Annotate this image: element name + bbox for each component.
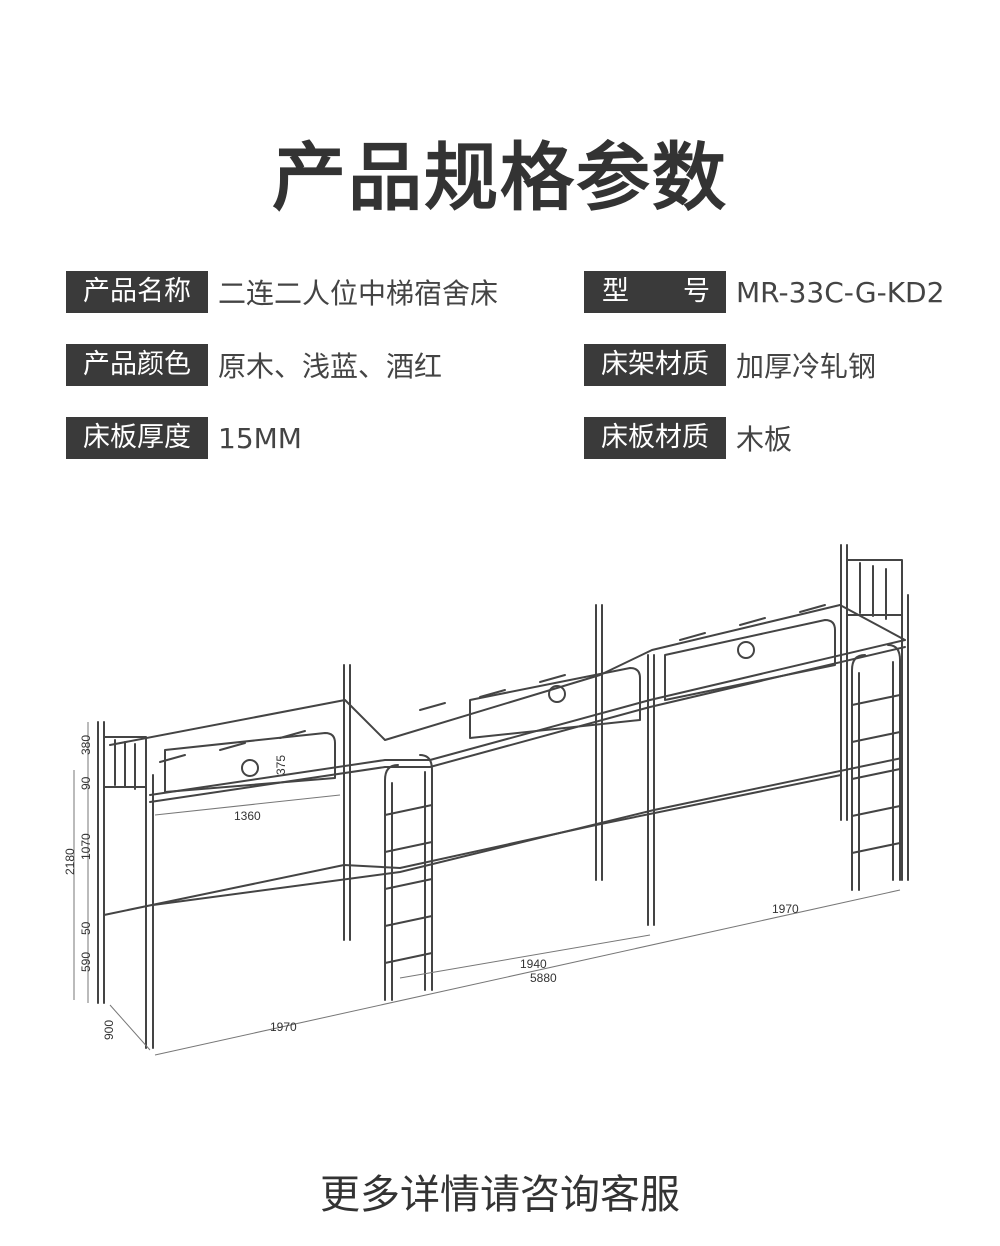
dim-1970-right: 1970 <box>772 902 799 916</box>
spec-label: 型 号 <box>584 271 726 313</box>
spec-label: 床架材质 <box>584 344 726 386</box>
dim-375: 375 <box>274 755 288 775</box>
spec-product-name: 产品名称 二连二人位中梯宿舍床 <box>66 271 498 313</box>
spec-value: MR-33C-G-KD2 <box>736 275 945 309</box>
dim-1360: 1360 <box>234 809 261 823</box>
spec-board-thickness: 床板厚度 15MM <box>66 417 302 459</box>
dim-5880: 5880 <box>530 971 557 985</box>
spec-frame-material: 床架材质 加厚冷轧钢 <box>584 344 876 386</box>
dim-900: 900 <box>102 1020 116 1040</box>
dim-1070: 1070 <box>79 833 93 860</box>
spec-value: 原木、浅蓝、酒红 <box>218 350 443 383</box>
dim-90: 90 <box>79 776 93 790</box>
spec-board-material: 床板材质 木板 <box>584 417 792 459</box>
spec-label: 产品名称 <box>66 271 208 313</box>
spec-value: 加厚冷轧钢 <box>736 350 877 383</box>
bed-line-drawing: 380 90 2180 1070 50 590 900 375 1360 197… <box>63 544 909 1056</box>
spec-color: 产品颜色 原木、浅蓝、酒红 <box>66 344 442 386</box>
dim-2180: 2180 <box>63 848 77 875</box>
spec-value: 15MM <box>218 421 302 455</box>
spec-model: 型 号 MR-33C-G-KD2 <box>584 271 944 313</box>
dim-1970-left: 1970 <box>270 1020 297 1034</box>
spec-label: 产品颜色 <box>66 344 208 386</box>
spec-value: 二连二人位中梯宿舍床 <box>218 277 499 310</box>
dim-1940: 1940 <box>520 957 547 971</box>
spec-value: 木板 <box>736 423 793 456</box>
spec-label: 床板材质 <box>584 417 726 459</box>
dim-590: 590 <box>79 952 93 972</box>
page-title: 产品规格参数 <box>272 135 728 221</box>
spec-label: 床板厚度 <box>66 417 208 459</box>
dim-50: 50 <box>79 921 93 935</box>
footer-contact-text: 更多详情请咨询客服 <box>320 1172 680 1218</box>
dim-380: 380 <box>79 735 93 755</box>
